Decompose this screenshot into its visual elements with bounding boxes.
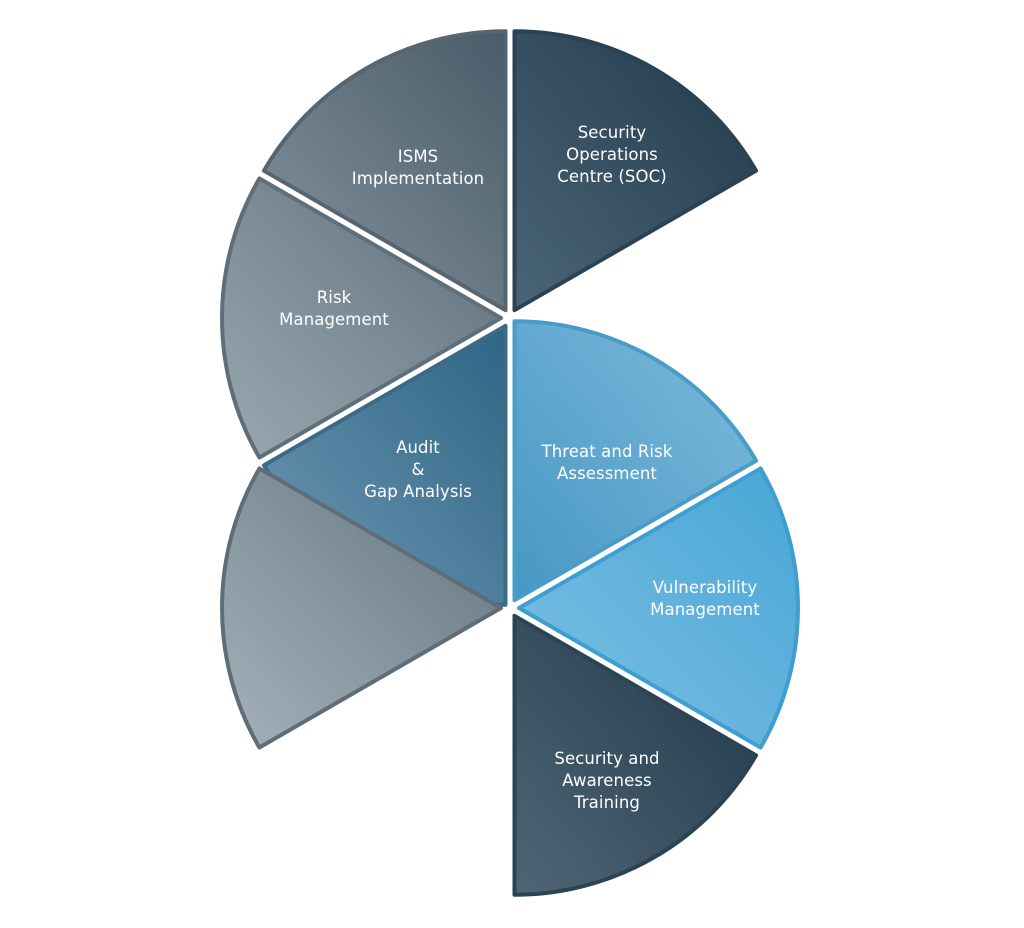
segment-soc (512, 29, 759, 313)
segment-risk-management (220, 176, 503, 460)
segment-strategy (220, 466, 503, 750)
segment-vulnerability (517, 466, 800, 750)
segment-awareness-training (512, 613, 759, 897)
segment-isms (261, 29, 508, 313)
segment-threat-risk (512, 319, 759, 603)
